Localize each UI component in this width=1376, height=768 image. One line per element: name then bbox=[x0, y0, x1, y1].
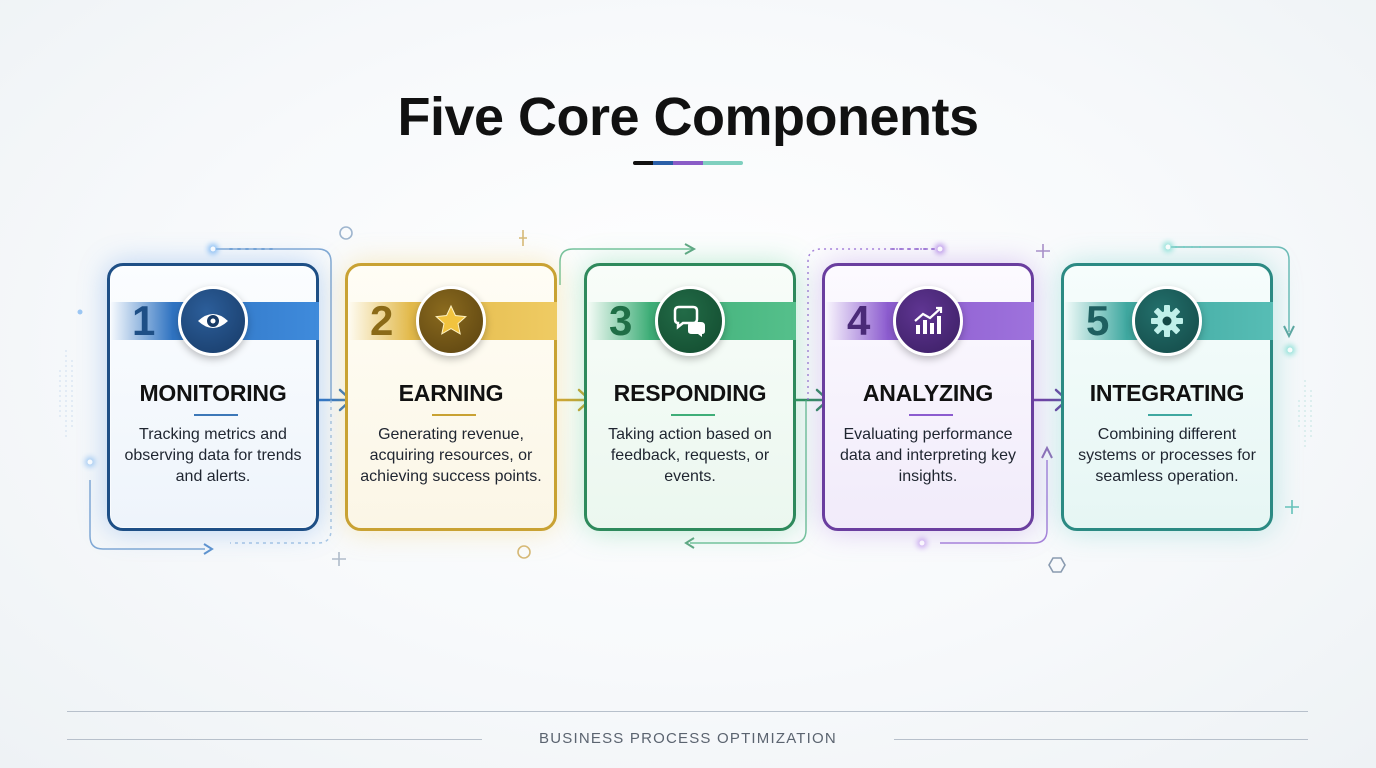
footer-caption: BUSINESS PROCESS OPTIMIZATION bbox=[539, 730, 837, 747]
step-number: 3 bbox=[609, 297, 633, 344]
star-icon bbox=[416, 286, 486, 356]
component-description: Taking action based on feedback, request… bbox=[608, 426, 772, 485]
heading-divider bbox=[432, 414, 476, 416]
eye-icon bbox=[178, 286, 248, 356]
heading-divider bbox=[671, 414, 715, 416]
component-description: Tracking metrics and observing data for … bbox=[124, 426, 302, 485]
component-description: Evaluating performance data and interpre… bbox=[839, 426, 1017, 485]
page-title: Five Core Components bbox=[397, 87, 979, 147]
step-number: 1 bbox=[132, 297, 156, 344]
gear-icon bbox=[1132, 286, 1202, 356]
component-heading: ANALYZING bbox=[862, 380, 994, 406]
chart-icon bbox=[893, 286, 963, 356]
footer-divider-top bbox=[67, 711, 1308, 712]
component-card-monitoring: 1 MONITORING Tracking metrics and observ… bbox=[107, 263, 319, 531]
step-number: 5 bbox=[1086, 297, 1110, 344]
component-card-responding: 3 RESPONDING Taking action based on feed… bbox=[584, 263, 796, 531]
component-card-earning: 2 EARNING Generating revenue, acquiring … bbox=[345, 263, 557, 531]
footer-divider-right bbox=[894, 739, 1308, 740]
component-heading: RESPONDING bbox=[613, 380, 767, 406]
component-heading: MONITORING bbox=[139, 380, 287, 406]
footer-divider-left bbox=[67, 739, 482, 740]
component-card-analyzing: 4 ANALYZING Evaluating performance data … bbox=[822, 263, 1034, 531]
component-description: Generating revenue, acquiring resources,… bbox=[360, 426, 542, 485]
component-card-integrating: 5 INTEGRATING Combining different system… bbox=[1061, 263, 1273, 531]
component-heading: EARNING bbox=[398, 380, 504, 406]
heading-divider bbox=[1148, 414, 1192, 416]
heading-divider bbox=[909, 414, 953, 416]
component-description: Combining different systems or processes… bbox=[1078, 426, 1256, 485]
component-heading: INTEGRATING bbox=[1089, 380, 1245, 406]
title-underline bbox=[633, 161, 743, 165]
step-number: 2 bbox=[370, 297, 394, 344]
heading-divider bbox=[194, 414, 238, 416]
chat-bubbles-icon bbox=[655, 286, 725, 356]
step-number: 4 bbox=[847, 297, 871, 344]
